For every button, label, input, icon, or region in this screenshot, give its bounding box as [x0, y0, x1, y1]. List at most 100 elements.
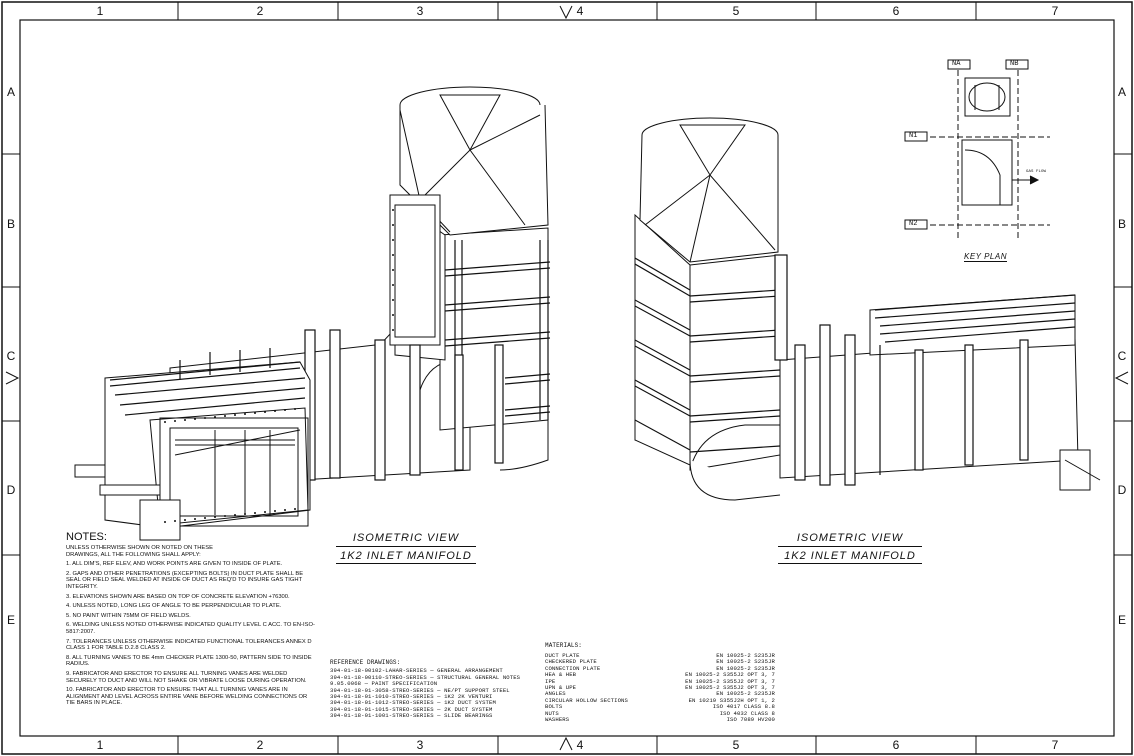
zone-col-5-top: 5	[732, 4, 740, 18]
note-item: 9. FABRICATOR AND ERECTOR TO ENSURE ALL …	[66, 670, 307, 684]
material-spec: EN 10025-2 S235JR	[716, 658, 775, 666]
note-item: 1. ALL DIM'S, REF ELEV, AND WORK POINTS …	[66, 561, 283, 568]
zone-row-e-left: E	[6, 613, 15, 627]
material-spec: EN 10025-2 S235JR	[716, 690, 775, 698]
materials-heading: MATERIALS:	[545, 642, 583, 649]
zone-row-c-right: C	[1117, 349, 1127, 363]
key-plan-tag-na: NA	[952, 60, 961, 68]
material-name: IPE	[545, 677, 556, 685]
material-name: HEA & HEB	[545, 671, 577, 679]
center-mark-top	[559, 5, 573, 20]
right-isometric-manifold	[634, 117, 1101, 501]
zone-row-d-left: D	[6, 483, 16, 497]
material-spec: EN 10219 S355J2H OPT 1, 2	[688, 696, 775, 704]
zone-col-3-bottom: 3	[416, 738, 424, 752]
material-name: CONNECTION PLATE	[545, 664, 601, 672]
material-spec: EN 10025-2 S355J2 OPT 3, 7	[685, 684, 775, 692]
material-name: WASHERS	[545, 716, 570, 724]
notes-block: NOTES: UNLESS OTHERWISE SHOWN OR NOTED O…	[66, 531, 331, 707]
center-mark-bottom	[559, 736, 573, 751]
material-row: CIRCULAR HOLLOW SECTIONS EN 10219 S355J2H…	[545, 696, 775, 704]
left-view-subtitle: 1K2 INLET MANIFOLD	[336, 547, 476, 564]
center-mark-left	[5, 371, 20, 385]
reference-item: 394-01-18-00102-LAHAR-SERIES — GENERAL A…	[330, 667, 503, 675]
material-row: BOLTS ISO 4017 CLASS 8.8	[545, 703, 775, 711]
material-spec: EN 10025-2 S355J2 OPT 3, 7	[685, 671, 775, 679]
material-spec: EN 10025-2 S355J2 OPT 3, 7	[685, 677, 775, 685]
left-isometric-manifold	[74, 86, 551, 541]
material-name: CIRCULAR HOLLOW SECTIONS	[545, 696, 628, 704]
zone-row-c-left: C	[6, 349, 16, 363]
key-plan-diagram	[904, 59, 1050, 240]
note-item: 6. WELDING UNLESS NOTED OTHERWISE INDICA…	[66, 622, 315, 635]
zone-col-6-bottom: 6	[892, 738, 900, 752]
material-name: CHECKERED PLATE	[545, 658, 597, 666]
zone-row-e-right: E	[1117, 613, 1126, 627]
material-row: DUCT PLATE EN 10025-2 S235JR	[545, 652, 775, 659]
reference-item: 394-01-18-01-1012-STREO-SERIES — 1K2 DUC…	[330, 699, 496, 707]
reference-item: 394-01-18-01-1015-STREO-SERIES — 2K DUCT…	[330, 705, 493, 713]
right-view-title: ISOMETRIC VIEW	[778, 532, 922, 547]
zone-row-a-left: A	[6, 85, 15, 99]
key-plan-tag-nb: NB	[1010, 60, 1019, 68]
left-view-title: ISOMETRIC VIEW	[336, 532, 476, 547]
zone-col-6-top: 6	[892, 4, 900, 18]
material-row: CHECKERED PLATE EN 10025-2 S235JR	[545, 658, 775, 666]
key-plan-tag-n2: N2	[909, 220, 918, 228]
zone-row-a-right: A	[1117, 85, 1126, 99]
material-spec: EN 10025-2 S235JR	[716, 652, 775, 659]
reference-drawings-heading: REFERENCE DRAWINGS:	[330, 659, 401, 666]
note-item: 2. GAPS AND OTHER PENETRATIONS (EXCEPTIN…	[66, 570, 304, 590]
material-name: DUCT PLATE	[545, 652, 580, 659]
reference-item: 9.05.0068 — PAINT SPECIFICATION	[330, 680, 438, 688]
material-row: WASHERS ISO 7089 HV200	[545, 716, 775, 724]
material-spec: ISO 4017 CLASS 8.8	[712, 703, 775, 711]
material-name: BOLTS	[545, 703, 563, 711]
material-spec: ISO 7089 HV200	[726, 716, 775, 724]
material-spec: EN 10025-2 S235JR	[716, 664, 775, 672]
material-name: NUTS	[545, 709, 559, 717]
material-row: NUTS ISO 4032 CLASS 8	[545, 709, 775, 717]
reference-item: 394-01-18-00110-STREO-SERIES — STRUCTURA…	[330, 673, 521, 681]
material-row: ANGLES EN 10025-2 S235JR	[545, 690, 775, 698]
zone-col-7-top: 7	[1051, 4, 1059, 18]
reference-drawings-block: REFERENCE DRAWINGS: 394-01-18-00102-LAHA…	[330, 659, 540, 720]
note-item: 10. FABRICATOR AND ERECTOR TO ENSURE THA…	[66, 687, 308, 707]
notes-heading: NOTES:	[66, 531, 107, 543]
note-item: 8. ALL TURNING VANES TO BE 4mm CHECKER P…	[66, 654, 312, 668]
material-name: ANGLES	[545, 690, 566, 698]
key-plan-tag-n1: N1	[909, 132, 918, 140]
note-item: 5. NO PAINT WITHIN 75MM OF FIELD WELDS.	[66, 612, 191, 619]
note-item: 4. UNLESS NOTED, LONG LEG OF ANGLE TO BE…	[66, 603, 282, 610]
key-plan-title: KEY PLAN	[964, 252, 1007, 262]
materials-block: MATERIALS:	[545, 642, 775, 652]
left-view-title-block: ISOMETRIC VIEW 1K2 INLET MANIFOLD	[336, 532, 476, 564]
zone-col-3-top: 3	[416, 4, 424, 18]
notes-intro: UNLESS OTHERWISE SHOWN OR NOTED ON THESE…	[66, 545, 213, 558]
material-spec: ISO 4032 CLASS 8	[719, 709, 775, 717]
reference-item: 394-01-18-01-1001-STREO-SERIES — SLIDE B…	[330, 712, 493, 720]
center-mark-right	[1114, 371, 1129, 385]
reference-item: 394-01-18-01-1010-STREO-SERIES — 1K2 2K …	[330, 693, 493, 701]
zone-col-2-bottom: 2	[256, 738, 264, 752]
zone-col-1-top: 1	[96, 4, 104, 18]
zone-row-b-left: B	[6, 217, 15, 231]
key-plan-flow-label: GAS FLOW	[1026, 170, 1047, 174]
zone-col-2-top: 2	[256, 4, 264, 18]
materials-list: DUCT PLATE EN 10025-2 S235JR CHECKERED PL…	[545, 652, 775, 724]
reference-item: 394-01-18-01-3058-STREO-SERIES — NE/PT S…	[330, 686, 510, 694]
note-item: 7. TOLERANCES UNLESS OTHERWISE INDICATED…	[66, 638, 312, 652]
zone-col-5-bottom: 5	[732, 738, 740, 752]
zone-row-d-right: D	[1117, 483, 1127, 497]
inner-border	[19, 19, 1115, 737]
zone-col-1-bottom: 1	[96, 738, 104, 752]
right-view-title-block: ISOMETRIC VIEW 1K2 INLET MANIFOLD	[778, 532, 922, 564]
material-name: UPN & UPE	[545, 684, 577, 692]
zone-col-4-bottom: 4	[576, 738, 584, 752]
material-row: UPN & UPE EN 10025-2 S355J2 OPT 3, 7	[545, 684, 775, 692]
zone-col-4-top: 4	[576, 4, 584, 18]
